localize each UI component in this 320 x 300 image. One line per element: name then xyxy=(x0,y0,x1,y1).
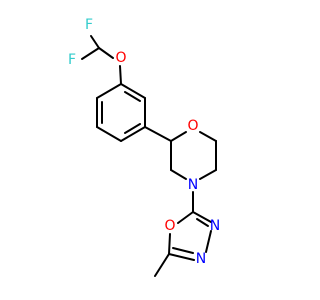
bond-f2-c xyxy=(81,47,100,60)
atom-o-oxadiazole: O xyxy=(164,218,175,234)
atom-o-ether: O xyxy=(115,50,126,66)
atom-n-morpholine: N xyxy=(188,177,198,193)
bond-mor-n-c3 xyxy=(170,169,187,180)
atom-f2: F xyxy=(68,52,76,68)
bonds xyxy=(81,35,217,277)
bond-oxd-c2-n3-double xyxy=(196,218,209,227)
bond-oxd-n4-c5-double xyxy=(172,247,194,254)
bond-f1-c xyxy=(90,35,100,49)
bond-oxd-o1-c2 xyxy=(177,211,194,224)
bond-o-ether-aryl xyxy=(119,65,122,85)
atom-labels: F F O O N O N N xyxy=(68,17,220,267)
bond-methyl xyxy=(154,253,170,277)
bond-oxd-n3-n4 xyxy=(205,230,212,253)
atom-n-oxadiazole-a: N xyxy=(210,218,220,234)
bond-ar-1 xyxy=(120,83,146,99)
bond-c-o-ether xyxy=(98,47,114,59)
bond-oxd-n4-c5 xyxy=(168,253,195,261)
bond-oxd-c5-o1 xyxy=(168,233,171,255)
bond-ar-3 xyxy=(120,126,146,142)
bond-ar-double-b xyxy=(124,123,141,134)
bond-aryl-morpholine xyxy=(144,126,172,142)
bond-mor-o-c6 xyxy=(199,131,217,142)
bond-mor-c2-o xyxy=(170,131,187,142)
bond-mor-c5-n xyxy=(199,169,217,180)
bond-oxd-c2-n3 xyxy=(192,211,212,223)
bond-ar-6 xyxy=(96,83,122,99)
atom-o-morpholine: O xyxy=(187,118,198,134)
bond-ar-double-a xyxy=(124,91,141,102)
bond-ar-4 xyxy=(96,126,122,142)
atom-f1: F xyxy=(85,17,93,33)
molecule-structure: F F O O N O N N xyxy=(68,17,220,277)
atom-n-oxadiazole-b: N xyxy=(196,251,206,267)
